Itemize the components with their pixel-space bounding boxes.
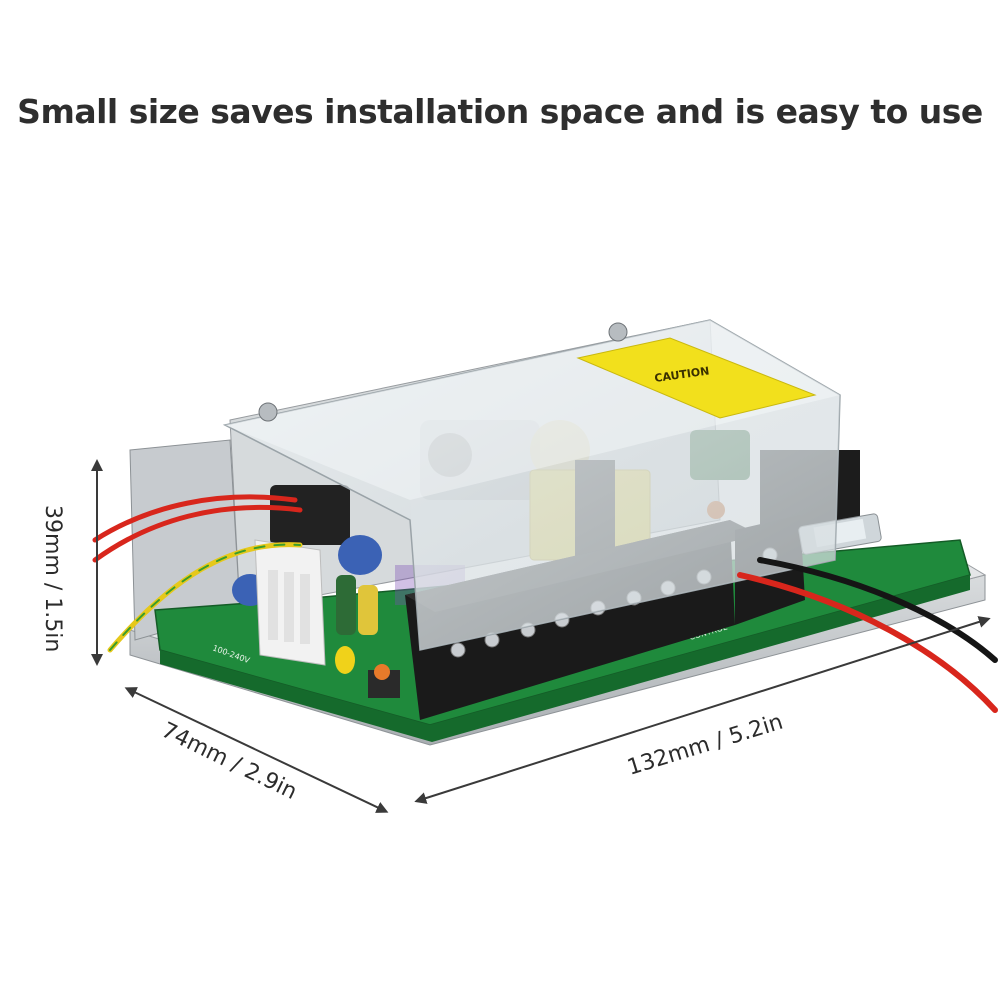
screw xyxy=(608,322,628,342)
caution-label: CAUTION xyxy=(576,337,817,419)
yellow-led xyxy=(335,646,355,674)
red-wire-left xyxy=(92,505,303,563)
width-label: 132mm / 5.2in xyxy=(624,710,786,781)
headline: Small size saves installation space and … xyxy=(17,92,983,131)
capacitor xyxy=(336,575,356,635)
potentiometer xyxy=(374,664,390,680)
screw xyxy=(258,402,278,422)
height-label: 39mm / 1.5in xyxy=(40,505,65,652)
blue-capacitor xyxy=(338,535,382,575)
white-connector xyxy=(254,539,326,666)
switch-component xyxy=(270,485,350,545)
height-dimension: 39mm / 1.5in xyxy=(40,459,103,666)
